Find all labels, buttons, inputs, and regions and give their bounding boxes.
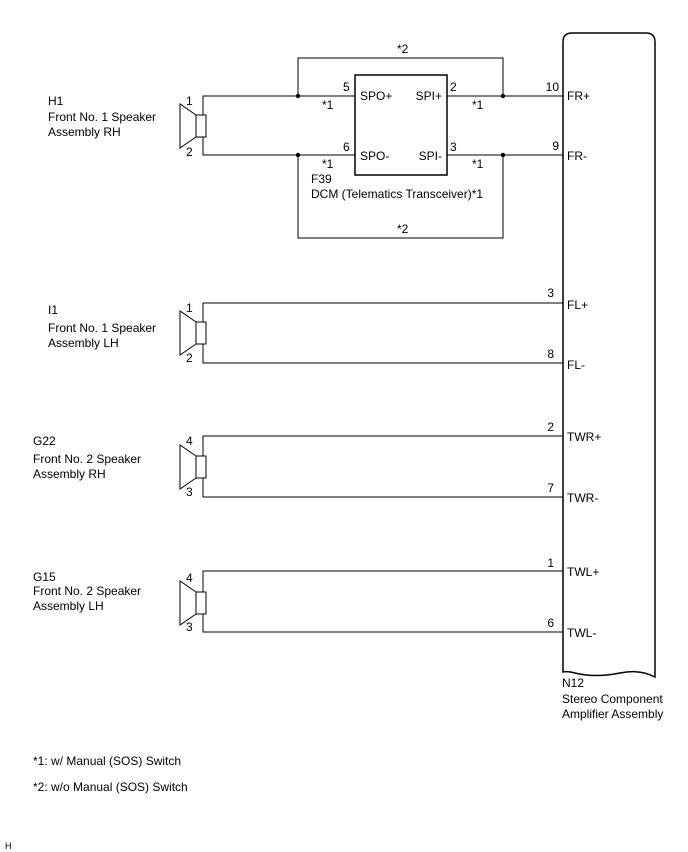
speaker-cone-icon <box>179 444 197 490</box>
speaker-i1-name-line2: Assembly LH <box>48 336 119 350</box>
amp-term-fr-minus: FR- <box>567 149 587 163</box>
dcm-pin-spi-plus: 2 <box>450 80 457 94</box>
amp-pin-fr-plus: 10 <box>546 80 560 94</box>
amp-term-fr-plus: FR+ <box>567 89 590 103</box>
corner-mark: H <box>5 841 12 851</box>
dcm-term-spi-plus: SPI+ <box>416 89 442 103</box>
amplifier-code: N12 <box>562 676 584 690</box>
speaker-h1-name-line2: Assembly RH <box>48 125 121 139</box>
speaker-magnet-icon <box>195 321 207 345</box>
speaker-i1-pin-top: 1 <box>186 301 193 315</box>
amp-term-fl-plus: FL+ <box>567 298 588 312</box>
speaker-g22 <box>179 435 563 498</box>
speaker-g15-code: G15 <box>33 570 56 584</box>
amp-pin-twr-minus: 7 <box>547 481 554 495</box>
dcm-term-spo-minus: SPO- <box>360 149 389 163</box>
dcm-box <box>354 74 448 176</box>
speaker-cone-icon <box>179 310 197 356</box>
amp-term-fl-minus: FL- <box>567 358 585 372</box>
amplifier-body <box>562 32 656 679</box>
note-mark-1: *1 <box>322 98 334 112</box>
speaker-i1-code: I1 <box>48 303 58 317</box>
speaker-magnet-icon <box>195 114 207 138</box>
junction-dot <box>500 93 506 99</box>
speaker-g15 <box>179 570 563 633</box>
speaker-g15-pin-bottom: 3 <box>186 620 193 634</box>
speaker-g22-pin-bottom: 3 <box>186 485 193 499</box>
speaker-i1-pin-bottom: 2 <box>186 351 193 365</box>
junction-dot <box>295 152 301 158</box>
footnote-2: *2: w/o Manual (SOS) Switch <box>33 780 188 794</box>
note-mark-2: *2 <box>397 42 409 56</box>
amp-pin-fl-minus: 8 <box>547 347 554 361</box>
dcm-pin-spi-minus: 3 <box>450 140 457 154</box>
speaker-h1-name-line1: Front No. 1 Speaker <box>48 110 156 124</box>
dcm-code: F39 <box>311 172 332 186</box>
amplifier-name-line1: Stereo Component <box>562 692 663 706</box>
speaker-magnet-icon <box>195 455 207 479</box>
speaker-g15-name-line1: Front No. 2 Speaker <box>33 584 141 598</box>
dcm-term-spo-plus: SPO+ <box>360 89 392 103</box>
speaker-g22-code: G22 <box>33 434 56 448</box>
speaker-g22-name-line2: Assembly RH <box>33 467 106 481</box>
amp-term-twr-minus: TWR- <box>567 491 598 505</box>
note-mark-2: *2 <box>397 222 409 236</box>
dcm-term-spi-minus: SPI- <box>419 149 442 163</box>
dcm-pin-spo-minus: 6 <box>343 140 350 154</box>
speaker-i1-name-line1: Front No. 1 Speaker <box>48 321 156 335</box>
speaker-h1-pin-top: 1 <box>186 94 193 108</box>
speaker-i1 <box>179 302 563 364</box>
amp-pin-fl-plus: 3 <box>547 286 554 300</box>
note-mark-1: *1 <box>472 157 484 171</box>
speaker-cone-icon <box>179 103 197 149</box>
amp-pin-twr-plus: 2 <box>547 420 554 434</box>
dcm-name: DCM (Telematics Transceiver)*1 <box>311 187 483 201</box>
speaker-g15-name-line2: Assembly LH <box>33 599 104 613</box>
speaker-g15-pin-top: 4 <box>186 571 193 585</box>
note-mark-1: *1 <box>472 98 484 112</box>
speaker-magnet-icon <box>195 591 207 615</box>
speaker-h1-pin-bottom: 2 <box>186 145 193 159</box>
footnote-1: *1: w/ Manual (SOS) Switch <box>33 754 181 768</box>
amp-pin-twl-plus: 1 <box>547 556 554 570</box>
amp-pin-twl-minus: 6 <box>547 616 554 630</box>
amp-term-twr-plus: TWR+ <box>567 430 601 444</box>
speaker-h1-code: H1 <box>48 94 64 108</box>
dcm-pin-spo-plus: 5 <box>343 80 350 94</box>
note-mark-1: *1 <box>322 157 334 171</box>
amp-pin-fr-minus: 9 <box>552 139 559 153</box>
junction-dot <box>295 93 301 99</box>
speaker-h1 <box>179 95 298 156</box>
amplifier-name-line2: Amplifier Assembly <box>562 707 663 721</box>
speaker-g22-name-line1: Front No. 2 Speaker <box>33 452 141 466</box>
speaker-cone-icon <box>179 580 197 626</box>
amp-term-twl-minus: TWL- <box>567 626 596 640</box>
amp-term-twl-plus: TWL+ <box>567 565 599 579</box>
speaker-g22-pin-top: 4 <box>186 434 193 448</box>
junction-dot <box>500 152 506 158</box>
